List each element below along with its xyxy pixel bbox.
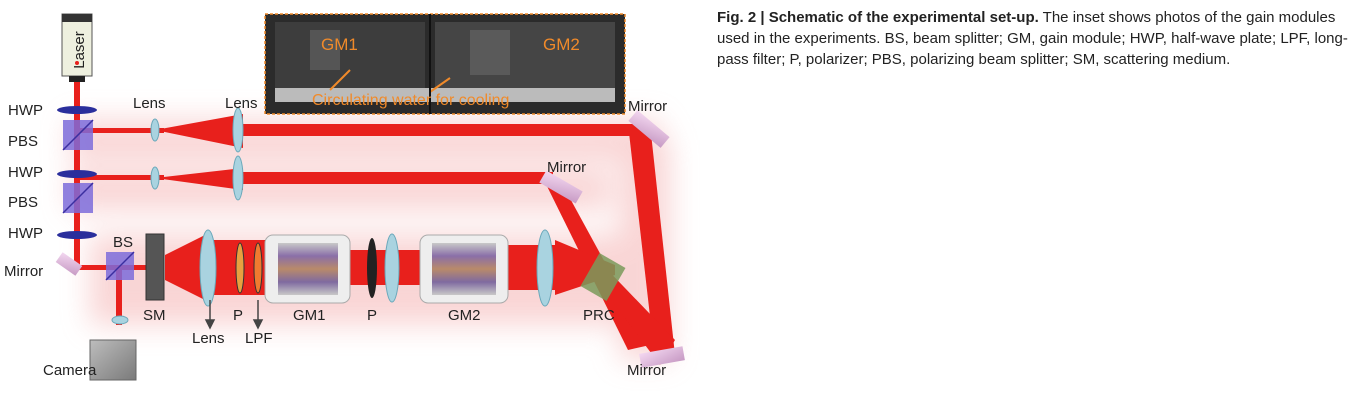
sm-label: SM <box>143 307 166 324</box>
polarizers <box>235 238 377 298</box>
hwp-plates <box>57 106 97 239</box>
p-label-1: P <box>233 307 243 324</box>
lens-label-2: Lens <box>225 95 258 112</box>
camera <box>89 339 137 381</box>
hwp-label-3: HWP <box>8 225 43 242</box>
lpf-label: LPF <box>245 330 273 347</box>
mirror-label-bottom: Mirror <box>627 362 666 379</box>
figure-caption: Fig. 2 | Schematic of the experimental s… <box>717 7 1357 70</box>
gm1-label: GM1 <box>293 307 326 324</box>
mirror-left <box>55 252 83 276</box>
inset-gm1-label: GM1 <box>321 35 358 54</box>
hwp-label-2: HWP <box>8 164 43 181</box>
camera-label: Camera <box>43 362 97 379</box>
gain-module-1 <box>264 234 351 304</box>
pbs-label-2: PBS <box>8 194 38 211</box>
pbs-cubes <box>62 119 94 214</box>
right-mirrors <box>539 110 685 368</box>
pointer-arrows <box>204 300 264 330</box>
setup-schematic: Laser HWP PBS HWP PBS HWP BS Mirror Lens… <box>4 13 685 381</box>
mirror-label-left: Mirror <box>4 263 43 280</box>
lens-label-3: Lens <box>192 330 225 347</box>
lens-label-1: Lens <box>133 95 166 112</box>
p-label-2: P <box>367 307 377 324</box>
scattering-medium <box>145 233 165 301</box>
caption-title: Fig. 2 | Schematic of the experimental s… <box>717 9 1039 26</box>
caption-body: The inset shows photos of the gain modul… <box>717 9 1348 68</box>
laser-source <box>61 13 93 82</box>
mirror-label-top: Mirror <box>628 98 667 115</box>
laser-label: Laser <box>71 31 88 69</box>
bs-cube <box>105 251 135 281</box>
prc-element <box>580 253 626 301</box>
mirror-label-mid: Mirror <box>547 159 586 176</box>
gain-module-2 <box>419 234 509 304</box>
inset-gm2-label: GM2 <box>543 35 580 54</box>
bs-label: BS <box>113 234 133 251</box>
schematic-svg: Laser HWP PBS HWP PBS HWP BS Mirror Lens… <box>4 13 685 381</box>
gm2-label: GM2 <box>448 307 481 324</box>
hwp-label-1: HWP <box>8 102 43 119</box>
pbs-label-1: PBS <box>8 133 38 150</box>
inset-water-label: Circulating water for cooling <box>312 92 509 109</box>
inset-photo <box>264 13 626 115</box>
lenses <box>111 107 554 325</box>
prc-label: PRC <box>583 307 615 324</box>
